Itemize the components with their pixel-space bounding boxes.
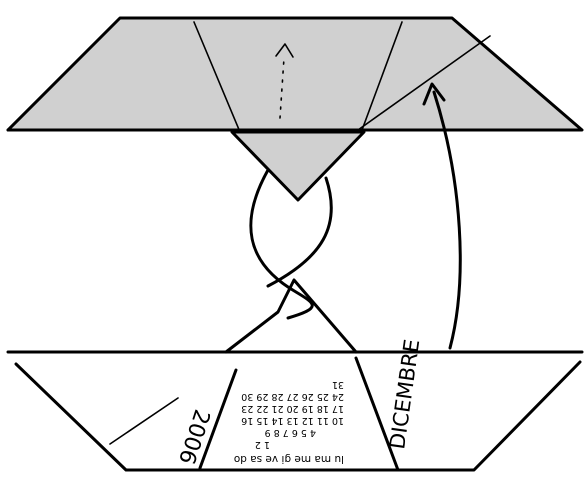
boat-left-fold — [110, 398, 178, 444]
calendar-weekday-header: lu ma me gi ve sa do — [234, 453, 344, 465]
calendar-boat-bottom: 2006 DICEMBRE lu ma me gi ve sa do 1 2 4… — [8, 280, 582, 470]
hat-brim-shape — [8, 18, 582, 130]
hat-point-shape — [232, 132, 364, 200]
calendar-row: 1 2 — [255, 439, 270, 450]
calendar-row: 31 — [332, 379, 344, 390]
calendar-year: 2006 — [173, 406, 214, 467]
calendar-row: 4 5 6 7 8 9 — [265, 427, 316, 438]
folded-hat-top — [8, 18, 582, 200]
calendar-month: DICEMBRE — [385, 338, 424, 451]
calendar-row: 17 18 19 20 21 22 23 — [241, 403, 344, 414]
calendar-row: 10 11 12 13 14 15 16 — [241, 415, 344, 426]
calendar-grid: lu ma me gi ve sa do 1 2 4 5 6 7 8 9 10 … — [234, 379, 344, 465]
calendar-row: 24 25 26 27 28 29 30 — [241, 391, 344, 402]
